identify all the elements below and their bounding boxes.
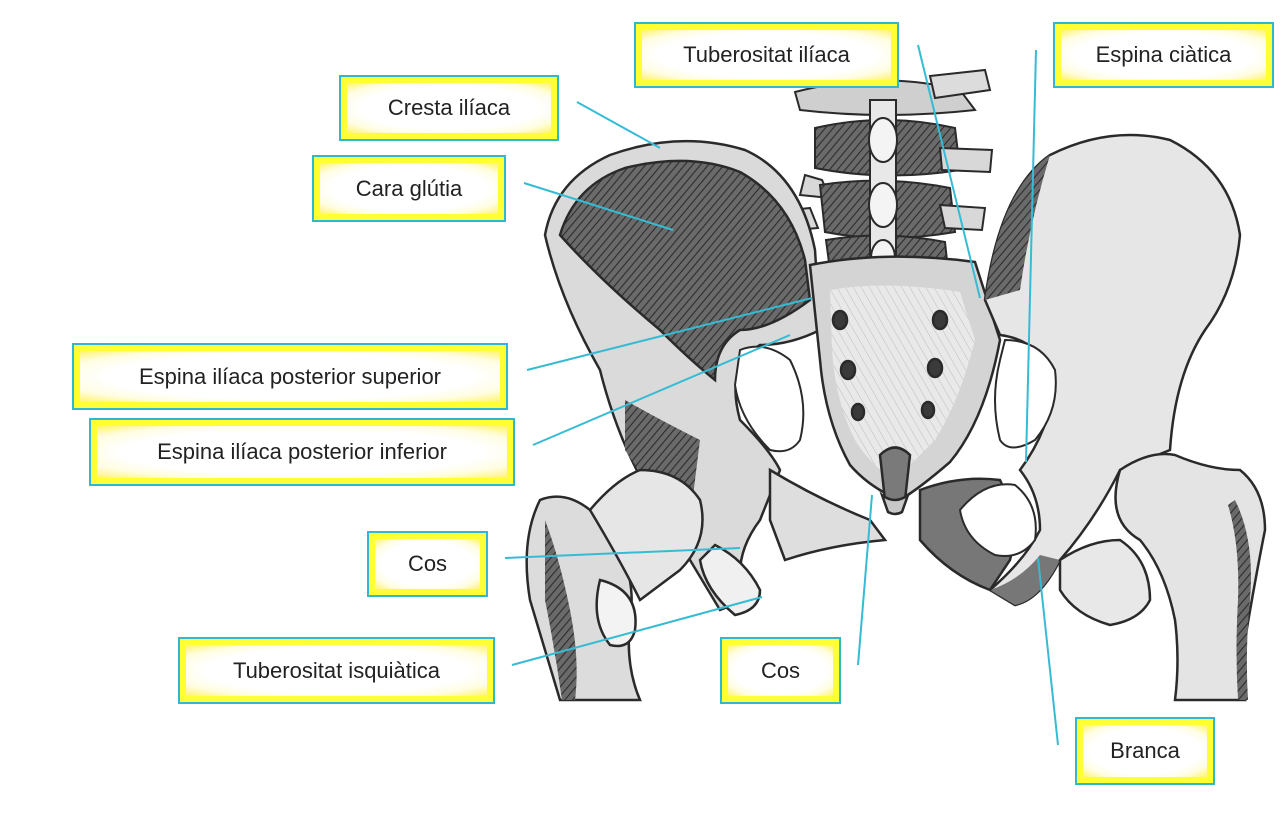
label-espina-iliaca-posterior-superior: Espina ilíaca posterior superior <box>72 343 508 410</box>
label-text: Tuberositat ilíaca <box>642 30 891 80</box>
leader-line-tuberositat-isquiatica <box>511 596 763 666</box>
label-text: Cara glútia <box>320 163 498 214</box>
left-hip-bone <box>543 139 888 617</box>
label-tuberositat-isquiatica: Tuberositat isquiàtica <box>178 637 495 704</box>
leader-line-espina-inferior <box>532 334 791 446</box>
label-tuberositat-iliaca: Tuberositat ilíaca <box>634 22 899 88</box>
leader-line-espina-ciatica <box>1025 49 1037 463</box>
leader-line-cos-center <box>857 494 873 666</box>
leader-line-cos-left <box>504 547 741 559</box>
label-text: Espina ilíaca posterior inferior <box>97 426 507 478</box>
label-espina-ciatica: Espina ciàtica <box>1053 22 1274 88</box>
leader-line-tuberositat-iliaca <box>917 44 981 299</box>
right-femur <box>1058 452 1267 702</box>
label-text: Espina ilíaca posterior superior <box>80 351 500 402</box>
label-cos-center: Cos <box>720 637 841 704</box>
label-espina-iliaca-posterior-inferior: Espina ilíaca posterior inferior <box>89 418 515 486</box>
obturator-foramina <box>733 338 1057 557</box>
leader-line-branca <box>1037 557 1059 746</box>
leader-line-cresta-iliaca <box>576 101 661 149</box>
label-text: Tuberositat isquiàtica <box>186 645 487 696</box>
leader-line-espina-superior <box>526 297 813 371</box>
label-cos-left: Cos <box>367 531 488 597</box>
label-text: Cos <box>728 645 833 696</box>
label-text: Cos <box>375 539 480 589</box>
label-cresta-iliaca: Cresta ilíaca <box>339 75 559 141</box>
label-text: Espina ciàtica <box>1061 30 1266 80</box>
leader-lines <box>504 44 1059 746</box>
label-text: Cresta ilíaca <box>347 83 551 133</box>
label-branca: Branca <box>1075 717 1215 785</box>
label-text: Branca <box>1083 725 1207 777</box>
label-cara-glutia: Cara glútia <box>312 155 506 222</box>
left-femur <box>525 468 704 702</box>
leader-line-cara-glutia <box>523 182 674 231</box>
sacrum <box>808 255 1002 516</box>
